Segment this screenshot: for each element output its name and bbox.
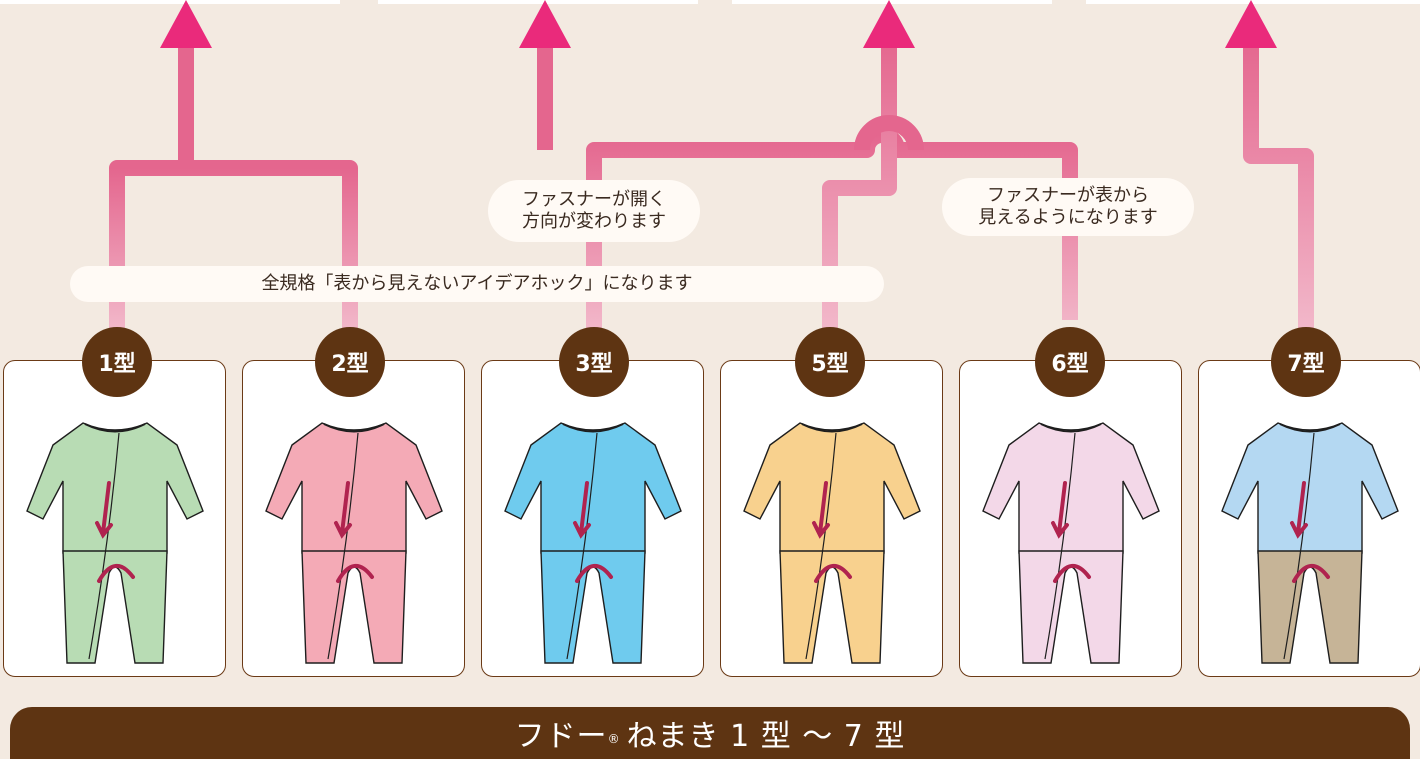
garment-collar	[1040, 423, 1102, 433]
garment-collar	[323, 423, 385, 433]
garment-card	[242, 360, 465, 677]
garment-illustration	[982, 422, 1160, 664]
crotch-direction-arrow-icon	[575, 564, 613, 583]
garment-body	[26, 422, 204, 554]
type-badge: 3型	[559, 327, 629, 397]
garment-illustration	[1221, 422, 1399, 664]
garment-illustration	[26, 422, 204, 664]
visible-note-line-2: 見えるようになります	[978, 207, 1158, 228]
crotch-direction-arrow-icon	[1292, 564, 1330, 583]
type-badge: 6型	[1035, 327, 1105, 397]
zipper-direction-arrow-icon	[334, 481, 352, 539]
zipper-seam	[88, 432, 120, 660]
garment-card	[481, 360, 704, 677]
top-strip	[732, 0, 1052, 4]
zipper-seam	[805, 432, 837, 660]
type-badge-label: 2型	[331, 352, 369, 377]
zipper-seam	[566, 432, 598, 660]
flow-line-5	[822, 38, 897, 330]
crotch-direction-arrow-icon	[1053, 564, 1091, 583]
garment-collar	[84, 423, 146, 433]
visible-note-line-1: ファスナーが表から	[987, 185, 1149, 206]
all-sizes-note: 全規格「表から見えないアイデアホック」になります	[70, 266, 884, 302]
garment-illustration	[504, 422, 682, 664]
top-strip	[1086, 0, 1420, 4]
type-badge-label: 3型	[575, 352, 613, 377]
footer-title-suffix: ねまき 1 型 ～ 7 型	[626, 719, 906, 754]
type-badge-label: 1型	[98, 352, 136, 377]
type-badge-label: 6型	[1051, 352, 1089, 377]
zipper-seam	[327, 432, 359, 660]
crotch-direction-arrow-icon	[97, 564, 135, 583]
zipper-direction-arrow-icon	[812, 481, 830, 539]
up-arrow-icon	[1225, 0, 1277, 48]
zipper-direction-arrow-icon	[1051, 481, 1069, 539]
visible-note: ファスナーが表から 見えるようになります	[942, 178, 1194, 236]
top-strip	[378, 0, 698, 4]
zipper-seam	[1044, 432, 1076, 660]
zipper-direction-arrow-icon	[573, 481, 591, 539]
garment-body	[1221, 422, 1399, 554]
up-arrow-icon	[519, 0, 571, 48]
garment-body	[982, 422, 1160, 554]
garment-illustration	[743, 422, 921, 664]
garment-card	[959, 360, 1182, 677]
type-badge-label: 7型	[1287, 352, 1325, 377]
garment-card	[3, 360, 226, 677]
flow-line-1-2	[109, 160, 358, 330]
direction-note: ファスナーが開く 方向が変わります	[488, 180, 700, 242]
type-badge-label: 5型	[811, 352, 849, 377]
garment-card	[1198, 360, 1420, 677]
garment-collar	[1279, 423, 1341, 433]
crotch-direction-arrow-icon	[814, 564, 852, 583]
garment-illustration	[265, 422, 443, 664]
zipper-seam	[1283, 432, 1315, 660]
up-arrow-icon	[160, 0, 212, 48]
all-sizes-note-text: 全規格「表から見えないアイデアホック」になります	[261, 273, 693, 294]
garment-card	[720, 360, 943, 677]
zipper-direction-arrow-icon	[95, 481, 113, 539]
flow-line-5-hop	[854, 115, 924, 151]
up-arrow-icon	[863, 0, 915, 48]
garment-body	[504, 422, 682, 554]
direction-note-line-2: 方向が変わります	[522, 211, 666, 232]
crotch-direction-arrow-icon	[336, 564, 374, 583]
top-strip	[0, 0, 340, 4]
footer-title-prefix: フドー	[514, 719, 608, 754]
garment-collar	[801, 423, 863, 433]
type-badge: 2型	[315, 327, 385, 397]
direction-note-line-1: ファスナーが開く	[522, 189, 666, 210]
type-badge: 7型	[1271, 327, 1341, 397]
type-badge: 5型	[795, 327, 865, 397]
footer-title-bar: フドー ® ねまき 1 型 ～ 7 型	[10, 707, 1410, 759]
garment-body	[743, 422, 921, 554]
registered-mark: ®	[607, 732, 621, 746]
garment-body	[265, 422, 443, 554]
type-badge: 1型	[82, 327, 152, 397]
zipper-direction-arrow-icon	[1290, 481, 1308, 539]
flow-line-7	[1243, 38, 1314, 330]
garment-collar	[562, 423, 624, 433]
